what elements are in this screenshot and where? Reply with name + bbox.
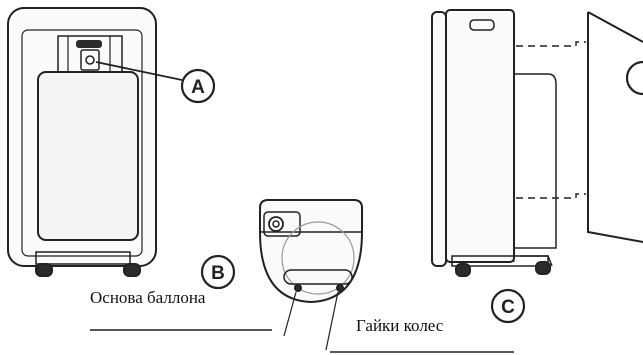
gas-valve (80, 49, 100, 71)
leader-wheel-nuts (325, 291, 339, 351)
callout-c-circle (490, 288, 526, 324)
dashed-guide-bottom (516, 193, 586, 199)
base-detail-cylinder-outline (281, 221, 355, 295)
callout-c-letter: C (501, 297, 515, 318)
heater-side-view (431, 9, 643, 324)
heater-front-view (7, 7, 216, 277)
leader-cylinder-base (283, 291, 297, 337)
heater-side-back-panel (431, 11, 447, 267)
callout-a-letter: A (191, 77, 205, 98)
gas-cylinder (37, 71, 139, 241)
callout-a-circle (180, 68, 216, 104)
heater-side-base (451, 255, 549, 267)
heater-front-wheel-right (123, 263, 141, 277)
base-detail-cylinder-base (283, 269, 353, 285)
base-detail-valve-box (263, 211, 301, 237)
heater-front-handle (76, 40, 102, 48)
heater-side-lever (520, 255, 553, 267)
label-cylinder-base: Основа баллона (90, 288, 206, 307)
label-wheel-nuts: Гайки колес (356, 316, 444, 335)
heater-side-handle (469, 19, 495, 31)
heater-side-wheel-left (455, 263, 471, 277)
wheel-nut-left (294, 284, 302, 292)
base-detail-outline (259, 199, 363, 304)
heater-side-cylinder (514, 73, 557, 249)
heater-side-wheel-right (535, 261, 551, 275)
heater-front-base (35, 251, 131, 265)
gas-valve-knob (85, 55, 95, 65)
heater-front-inner-frame (21, 29, 143, 257)
dashed-guide-top (516, 41, 586, 47)
callout-b-letter: B (211, 263, 225, 284)
callout-b-circle (200, 254, 236, 290)
base-detail-view (90, 199, 514, 353)
callout-d-partial-circle (625, 60, 643, 96)
heater-front-wheel-left (35, 263, 53, 277)
callout-a-leader (95, 61, 183, 81)
base-detail-valve-knob (268, 216, 284, 232)
removed-back-panel (587, 11, 643, 243)
heater-side-body (445, 9, 515, 263)
wheel-nut-right (336, 284, 344, 292)
